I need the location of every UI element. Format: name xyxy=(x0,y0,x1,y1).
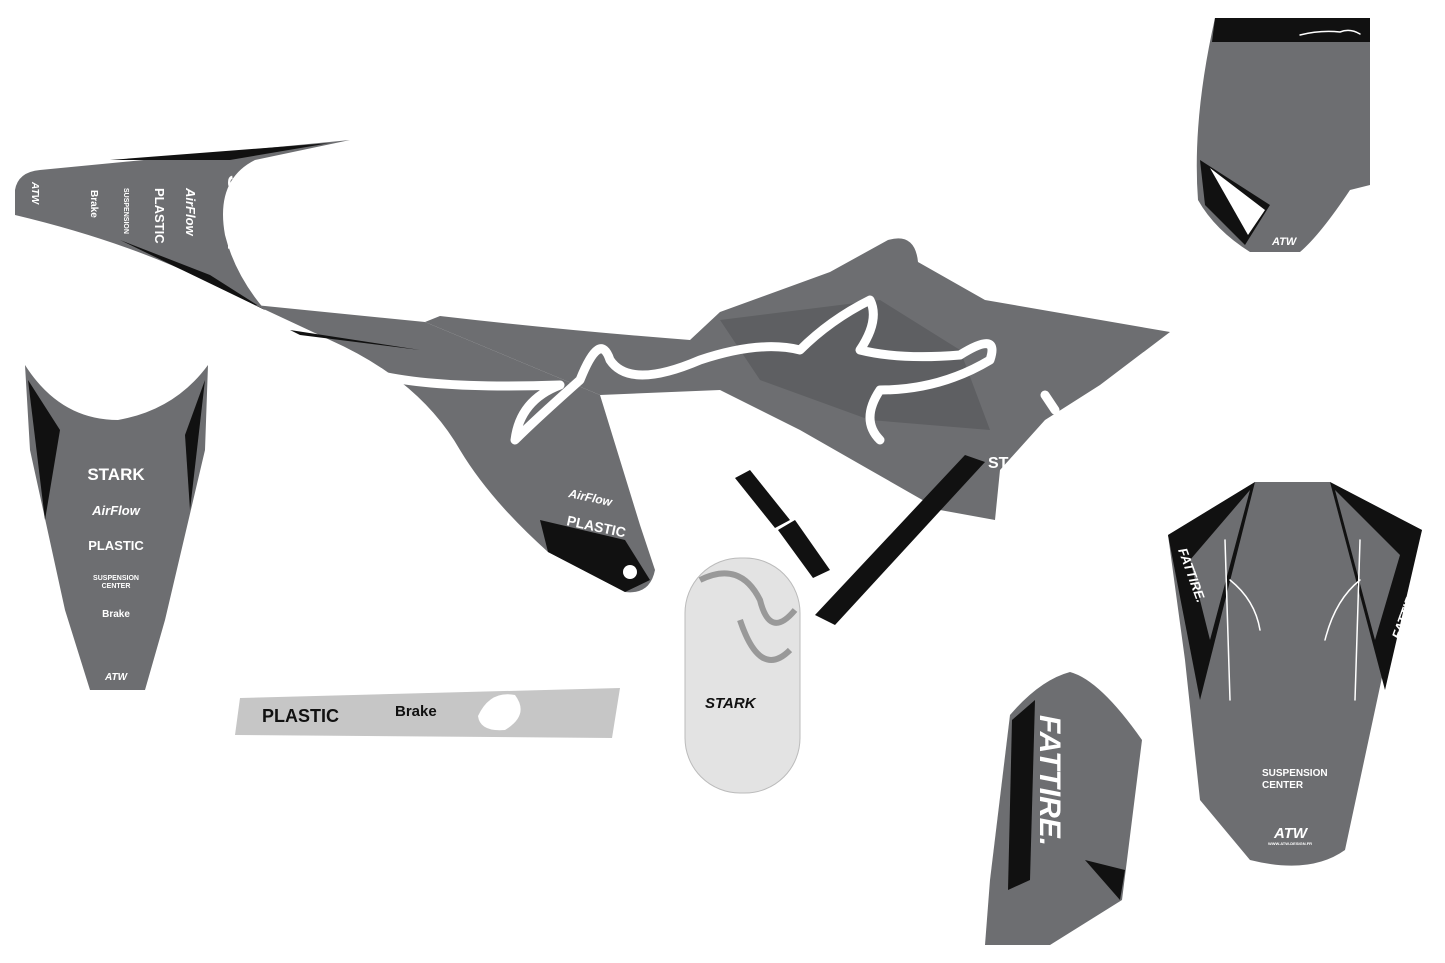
plate-atw-logo: ATW xyxy=(1271,236,1298,248)
front-fender: FATTIRE. FATTIRE. SUSPENSION CENTER ATW … xyxy=(1168,482,1422,866)
front-suspension-line1: SUSPENSION xyxy=(1262,768,1328,779)
tank-shroud-left: STARK AirFlow PLASTIC SUSPENSION Brake A… xyxy=(15,140,350,310)
shroud-atw-logo: ATW xyxy=(29,181,40,206)
shroud-airflow-logo: AirFlow xyxy=(183,187,198,237)
swingarm-decal: PLASTIC Brake xyxy=(235,688,620,738)
radiator-atw-logo: ATW xyxy=(997,488,1028,503)
fender-plastic-logo: PLASTIC xyxy=(88,538,144,553)
swingarm-plastic-logo: PLASTIC xyxy=(262,706,339,726)
fender-atw-logo: ATW xyxy=(104,672,129,683)
fender-airflow-logo: AirFlow xyxy=(91,503,141,518)
shroud-suspension-logo: SUSPENSION xyxy=(122,188,129,234)
forkguard-fattire-logo: FATTIRE. xyxy=(1033,715,1066,846)
fender-brake-logo: Brake xyxy=(102,609,130,620)
swingarm-brake-logo: Brake xyxy=(395,703,437,720)
radiator-shroud: STARK ATW xyxy=(355,238,1170,520)
fender-suspension-line1: SUSPENSION xyxy=(93,575,139,582)
side-number-plate: STARK xyxy=(684,557,801,794)
radiator-stark-logo: STARK xyxy=(988,455,1042,472)
shroud-brake-logo: Brake xyxy=(88,190,99,218)
front-atw-logo: ATW xyxy=(1273,825,1309,842)
front-suspension-line2: CENTER xyxy=(1262,780,1304,791)
shroud-stark-logo: STARK xyxy=(223,175,248,249)
shroud-plastic-logo: PLASTIC xyxy=(152,188,167,244)
fender-stark-logo: STARK xyxy=(87,465,145,484)
frame-strips xyxy=(735,455,985,625)
plate-stark-logo: STARK xyxy=(705,695,757,712)
front-number-plate: ATW xyxy=(1196,18,1370,252)
rear-fender: STARK AirFlow PLASTIC SUSPENSION CENTER … xyxy=(25,365,208,690)
front-atw-site: WWW.ATW-DESIGN.FR xyxy=(1268,841,1312,846)
fork-guard: FATTIRE. xyxy=(985,672,1142,945)
fender-suspension-line2: CENTER xyxy=(102,583,131,590)
side-panel: AirFlow PLASTIC xyxy=(255,305,655,593)
